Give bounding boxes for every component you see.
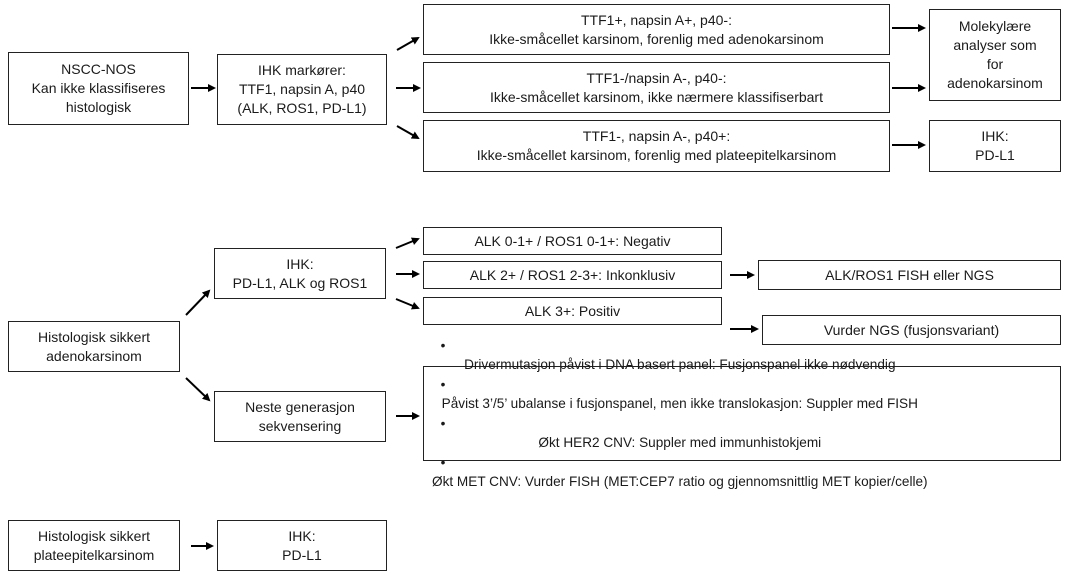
- inconclusive-result-text: ALK 2+ / ROS1 2-3+: Inkonklusiv: [469, 266, 676, 283]
- unclassified-result-line2: Ikke-småcellet karsinom, ikke nærmere kl…: [490, 88, 823, 105]
- nscc-nos-line2: Kan ikke klassifiseres: [31, 80, 166, 96]
- list-item: • Drivermutasjon påvist i DNA basert pane…: [432, 336, 928, 375]
- ihk-pdl1-bottom-line2: PD-L1: [282, 546, 322, 563]
- squamous-result-line2: Ikke-småcellet karsinom, forenlig med pl…: [476, 147, 837, 163]
- molecular-analysis-line2: analyser som: [953, 37, 1037, 53]
- fish-ngs-box: ALK/ROS1 FISH eller NGS: [758, 260, 1061, 290]
- negative-result-text: ALK 0-1+ / ROS1 0-1+: Negativ: [474, 232, 671, 249]
- ngs-line2: sekvensering: [258, 417, 342, 434]
- nscc-nos-line1: NSCC-NOS: [61, 61, 136, 77]
- finding-text: Drivermutasjon påvist i DNA basert panel…: [464, 357, 896, 372]
- ihk-pdl1-top-line1: IHK:: [981, 128, 1009, 144]
- ihk-pdl1-box-top: IHK: PD-L1: [929, 120, 1061, 172]
- arrow-ihk-to-adeno: [396, 37, 420, 51]
- consider-ngs-box: Vurder NGS (fusjonsvariant): [762, 315, 1061, 345]
- bullet-icon: •: [440, 376, 446, 392]
- positive-result-text: ALK 3+: Positiv: [524, 302, 621, 319]
- bullet-icon: •: [440, 415, 446, 431]
- ngs-findings-list: • Drivermutasjon påvist i DNA basert pane…: [432, 336, 928, 492]
- consider-ngs-text: Vurder NGS (fusjonsvariant): [823, 321, 1000, 338]
- ihk-markers-box: IHK markører: TTF1, napsin A, p40 (ALK, …: [217, 54, 387, 125]
- arrow-ihk-to-negative: [395, 237, 420, 249]
- bullet-icon: •: [440, 454, 446, 470]
- adeno-histology-line1: Histologisk sikkert: [37, 328, 151, 345]
- ihk-pdl1-bottom-line1: IHK:: [288, 527, 316, 544]
- ihk-alk-ros1-box: IHK: PD-L1, ALK og ROS1: [214, 248, 386, 299]
- arrow-ihk-to-positive: [395, 298, 420, 310]
- finding-text: Økt MET CNV: Vurder FISH (MET:CEP7 ratio…: [432, 474, 928, 489]
- ngs-findings-box: • Drivermutasjon påvist i DNA basert pane…: [423, 338, 1061, 489]
- ihk-alk-ros1-line1: IHK:: [286, 255, 314, 272]
- squamous-histology-line1: Histologisk sikkert: [37, 527, 151, 544]
- ihk-pdl1-top-line2: PD-L1: [975, 147, 1015, 163]
- adeno-histology-box: Histologisk sikkert adenokarsinom: [8, 321, 180, 372]
- list-item: • Økt MET CNV: Vurder FISH (MET:CEP7 rati…: [432, 453, 928, 492]
- ihk-markers-line2: TTF1, napsin A, p40: [238, 81, 366, 97]
- finding-text: Påvist 3’/5’ ubalanse i fusjonspanel, me…: [441, 396, 918, 411]
- adeno-result-line1: TTF1+, napsin A+, p40-:: [581, 11, 732, 28]
- arrow-ihk-to-squamous: [396, 125, 420, 139]
- ngs-box: Neste generasjon sekvensering: [214, 391, 386, 442]
- unclassified-result-line1: TTF1-/napsin A-, p40-:: [586, 69, 727, 86]
- list-item: • Påvist 3’/5’ ubalanse i fusjonspanel, m…: [432, 375, 928, 414]
- adeno-result-line2: Ikke-småcellet karsinom, forenlig med ad…: [489, 30, 824, 47]
- ihk-pdl1-box-bottom: IHK: PD-L1: [217, 520, 387, 571]
- squamous-result-box: TTF1-, napsin A-, p40+: Ikke-småcellet k…: [423, 120, 890, 172]
- ihk-markers-line1: IHK markører:: [258, 62, 346, 78]
- finding-text: Økt HER2 CNV: Suppler med immunhistokjem…: [538, 435, 822, 450]
- molecular-analysis-line1: Molekylære: [958, 18, 1032, 34]
- negative-result-box: ALK 0-1+ / ROS1 0-1+: Negativ: [423, 227, 722, 255]
- adeno-result-box: TTF1+, napsin A+, p40-: Ikke-småcellet k…: [423, 4, 890, 55]
- fish-ngs-text: ALK/ROS1 FISH eller NGS: [825, 266, 994, 283]
- arrow-adeno-to-ngs: [185, 377, 211, 402]
- unclassified-result-box: TTF1-/napsin A-, p40-: Ikke-småcellet ka…: [423, 62, 890, 113]
- molecular-analysis-line3: for: [986, 56, 1004, 72]
- ngs-line1: Neste generasjon: [245, 398, 355, 415]
- squamous-histology-line2: plateepitelkarsinom: [33, 546, 155, 563]
- nscc-nos-box: NSCC-NOS Kan ikke klassifiseres histolog…: [8, 52, 189, 125]
- positive-result-box: ALK 3+: Positiv: [423, 297, 722, 325]
- ihk-alk-ros1-line2: PD-L1, ALK og ROS1: [232, 274, 368, 291]
- inconclusive-result-box: ALK 2+ / ROS1 2-3+: Inkonklusiv: [423, 261, 722, 289]
- squamous-histology-box: Histologisk sikkert plateepitelkarsinom: [8, 520, 180, 571]
- squamous-result-line1: TTF1-, napsin A-, p40+:: [582, 128, 731, 144]
- molecular-analysis-box: Molekylære analyser som for adenokarsino…: [929, 9, 1061, 101]
- ihk-markers-line3: (ALK, ROS1, PD-L1): [237, 100, 367, 116]
- adeno-histology-line2: adenokarsinom: [46, 347, 142, 364]
- molecular-analysis-line4: adenokarsinom: [947, 75, 1043, 91]
- arrow-adeno-to-ihk: [185, 289, 211, 316]
- list-item: • Økt HER2 CNV: Suppler med immunhistokje…: [432, 414, 928, 453]
- nscc-nos-line3: histologisk: [65, 99, 132, 115]
- bullet-icon: •: [440, 337, 446, 353]
